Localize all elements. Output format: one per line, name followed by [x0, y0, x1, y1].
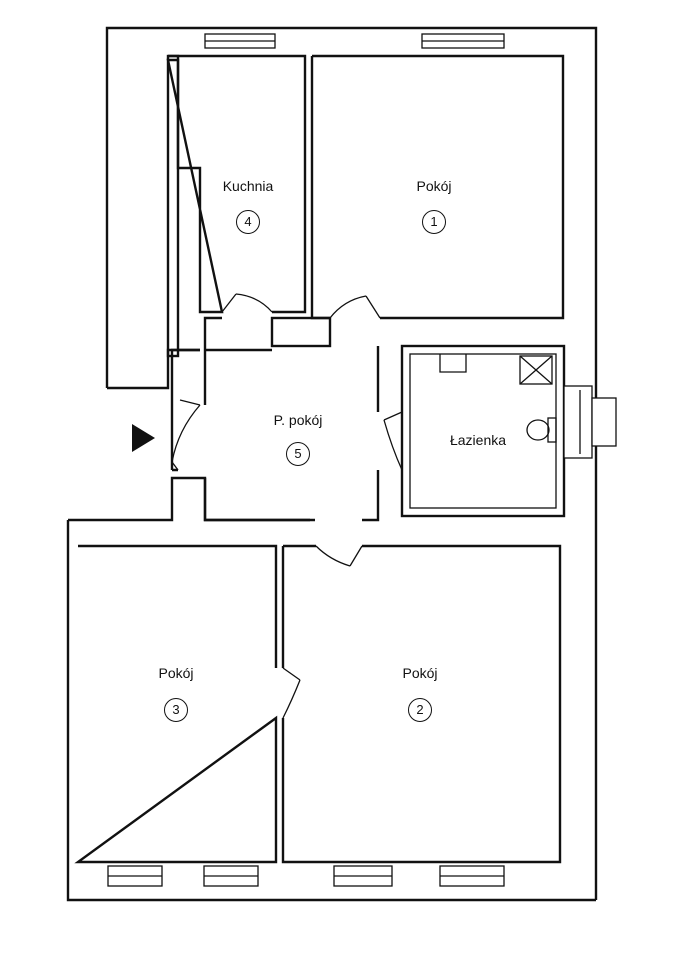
hall-number: 5 [286, 442, 310, 466]
outer-wall-lower [66, 520, 596, 902]
bathroom-vent-outer [591, 397, 617, 447]
room1-label: Pokój [416, 178, 452, 194]
bathroom-inner [409, 353, 557, 509]
door-bathroom [383, 411, 403, 471]
bathroom-outer [400, 344, 566, 518]
kitchen-label: Kuchnia [222, 178, 274, 194]
entrance-arrow-icon [132, 424, 155, 452]
door-room1 [329, 295, 381, 319]
outer-wall-inner-upper [107, 348, 200, 390]
room2-label: Pokój [402, 665, 438, 681]
room2-number: 2 [408, 698, 432, 722]
room3-label: Pokój [158, 665, 194, 681]
kitchen-number: 4 [236, 210, 260, 234]
bathroom-vent [563, 385, 593, 459]
outer-wall-upper [105, 26, 598, 900]
bathroom-label: Łazienka [449, 432, 507, 448]
hall-label: P. pokój [273, 412, 323, 428]
room1-number: 1 [422, 210, 446, 234]
door-entrance [171, 399, 201, 471]
outer-wall-inner-left [68, 476, 310, 522]
bathroom-sink [439, 354, 467, 373]
partition-kitchen-room1 [270, 316, 332, 348]
room3-walls [74, 544, 278, 864]
hall-walls [203, 316, 380, 522]
door-room3 [282, 667, 301, 719]
kitchen-walls [166, 54, 307, 314]
door-kitchen [221, 293, 273, 313]
shower-tray-icon [519, 355, 553, 385]
toilet-icon [526, 417, 557, 443]
room3-number: 3 [164, 698, 188, 722]
door-room2 [315, 545, 363, 567]
hall-walls-2 [170, 348, 200, 472]
room2-walls [281, 544, 562, 864]
